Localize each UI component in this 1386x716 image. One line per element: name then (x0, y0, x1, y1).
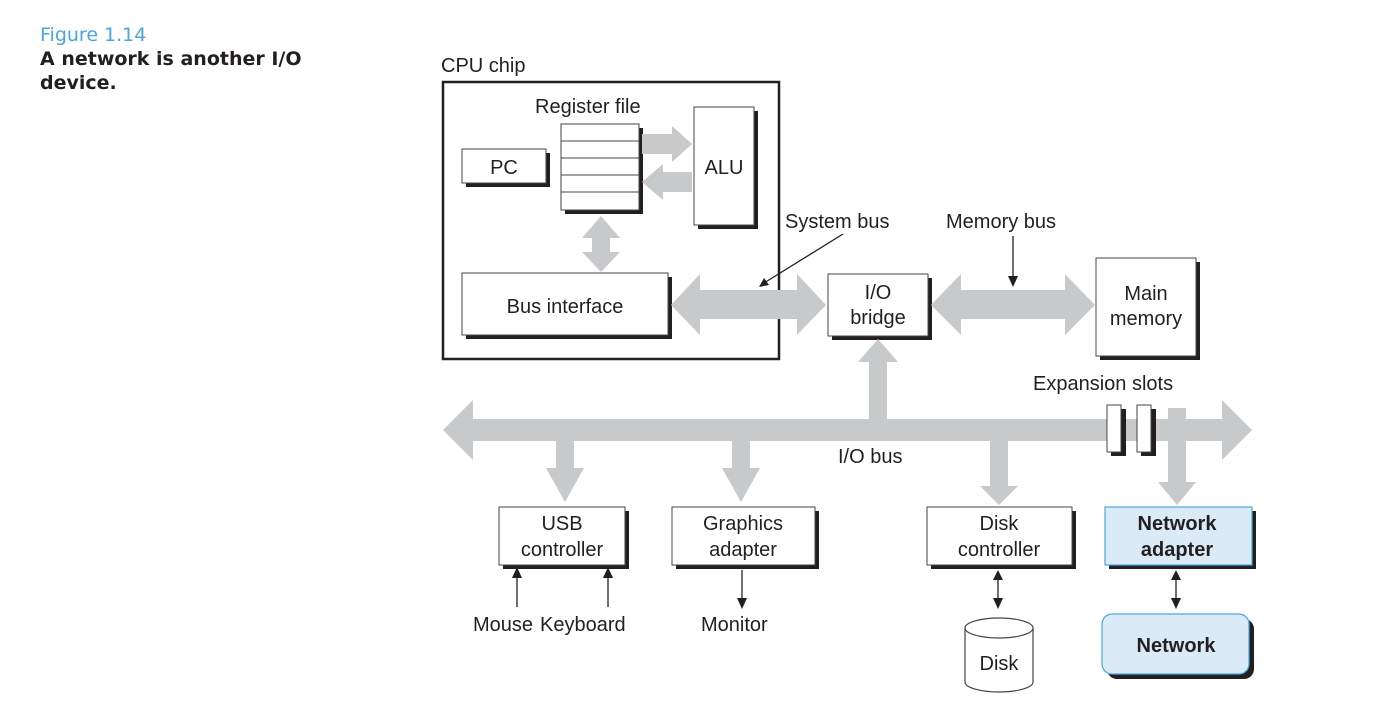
main-memory: Main memory (1095, 257, 1200, 360)
memory-bus-label: Memory bus (946, 211, 1056, 233)
monitor-arrow-head (737, 598, 747, 609)
disk-controller-label-line1: Disk (980, 513, 1020, 535)
graphics-adapter: Graphics adapter (671, 506, 819, 569)
io-bus-to-graphics-arrow (722, 441, 760, 502)
keyboard-arrow-head (603, 567, 613, 578)
io-bus-to-disk-controller-arrow (980, 441, 1018, 505)
io-bus-to-bridge-arrow (858, 339, 898, 420)
keyboard-label: Keyboard (540, 614, 626, 636)
expansion-slot-1 (1106, 404, 1126, 456)
network-adapter-label-line2: adapter (1141, 539, 1213, 561)
expansion-slots-label: Expansion slots (1033, 373, 1173, 395)
cpu-chip-label: CPU chip (441, 55, 525, 77)
alu: ALU (693, 106, 758, 229)
mouse-arrow-head (512, 567, 522, 578)
memory-bus-arrow (931, 274, 1095, 335)
io-bus-to-usb-arrow (546, 441, 584, 502)
expansion-slot-2 (1136, 404, 1156, 456)
figure-number: Figure 1.14 (40, 24, 147, 46)
main-memory-label-line1: Main (1124, 283, 1167, 305)
network: Network (1101, 613, 1254, 679)
usb-controller-label-line1: USB (541, 513, 582, 535)
io-bus-label: I/O bus (838, 446, 902, 468)
system-bus-pointer-head (759, 278, 769, 287)
pc-label: PC (490, 157, 518, 179)
io-bus-arrow (443, 400, 1252, 460)
monitor-label: Monitor (701, 614, 768, 636)
memory-bus-pointer-head (1008, 276, 1018, 287)
disk-label: Disk (980, 653, 1020, 675)
network-adapter: Network adapter (1104, 506, 1256, 569)
usb-controller-label-line2: controller (521, 539, 604, 561)
network-adapter-label-line1: Network (1138, 513, 1218, 535)
register-bus-interface-arrow (582, 216, 620, 272)
bus-interface-label: Bus interface (507, 296, 624, 318)
graphics-adapter-label-line1: Graphics (703, 513, 783, 535)
usb-controller: USB controller (498, 506, 629, 569)
network-label: Network (1137, 635, 1217, 657)
register-file-label: Register file (535, 96, 641, 118)
disk-arrow-head-up (993, 570, 1003, 580)
pc-register: PC (461, 148, 550, 187)
io-bridge-label-line1: I/O (865, 282, 892, 304)
disk-arrow-head-down (993, 598, 1003, 609)
register-to-alu-arrow (642, 126, 692, 162)
graphics-adapter-label-line2: adapter (709, 539, 777, 561)
figure-caption: Figure 1.14 A network is another I/O dev… (40, 24, 400, 95)
bus-interface: Bus interface (461, 272, 672, 339)
io-bridge: I/O bridge (827, 273, 932, 340)
io-bridge-label-line2: bridge (850, 307, 906, 329)
disk-controller: Disk controller (926, 506, 1076, 569)
system-bus-arrow (671, 274, 826, 335)
register-file (560, 123, 643, 214)
alu-to-register-arrow (642, 164, 692, 200)
network-arrow-head-up (1171, 570, 1181, 580)
main-memory-label-line2: memory (1110, 308, 1182, 330)
figure-title-line2: device. (40, 72, 117, 94)
network-arrow-head-down (1171, 598, 1181, 609)
alu-label: ALU (705, 157, 744, 179)
system-bus-label: System bus (785, 211, 889, 233)
disk-controller-label-line2: controller (958, 539, 1041, 561)
io-bus-to-network-adapter-arrow (1158, 408, 1196, 505)
mouse-label: Mouse (473, 614, 533, 636)
cpu-chip-box (441, 80, 781, 361)
system-bus-pointer (763, 233, 844, 284)
figure-title-line1: A network is another I/O (40, 48, 302, 70)
disk-cylinder: Disk (964, 617, 1034, 693)
